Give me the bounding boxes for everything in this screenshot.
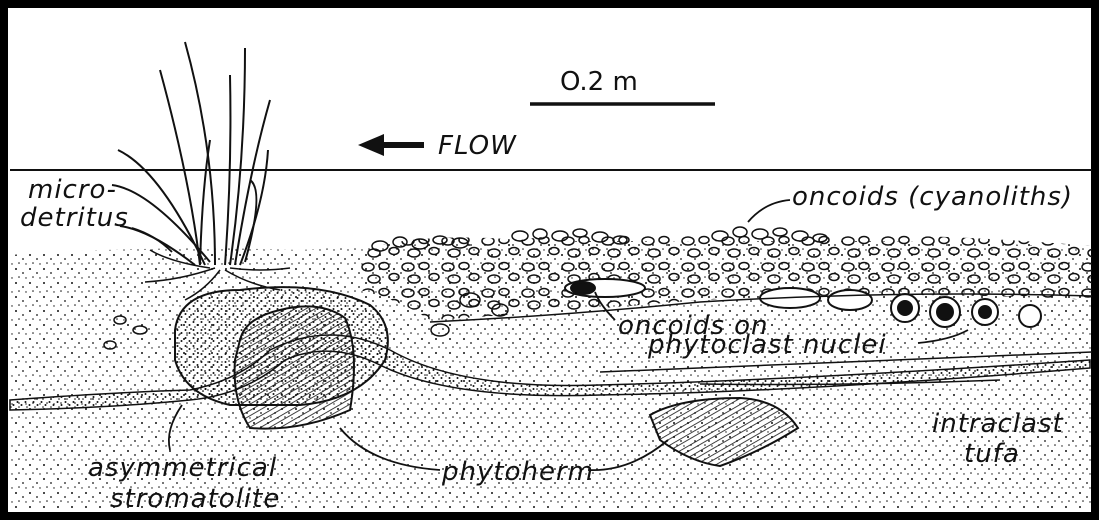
label-phytoclast-nuclei: phytoclast nuclei [647,330,887,360]
flow-label: FLOW [438,131,517,161]
label-stromatolite: stromatolite [110,484,280,514]
label-detritus: detritus [20,203,129,233]
label-phytoherm: phytoherm [441,457,594,487]
label-oncoids-cyanoliths: oncoids (cyanoliths) [792,182,1073,212]
scale-bar-label: O.2 m [560,67,638,97]
phytoherm-block [235,306,354,428]
label-tufa: tufa [964,439,1020,469]
label-intraclast: intraclast [932,409,1064,439]
label-asymmetrical: asymmetrical [88,453,277,483]
label-micro: micro- [28,175,117,205]
